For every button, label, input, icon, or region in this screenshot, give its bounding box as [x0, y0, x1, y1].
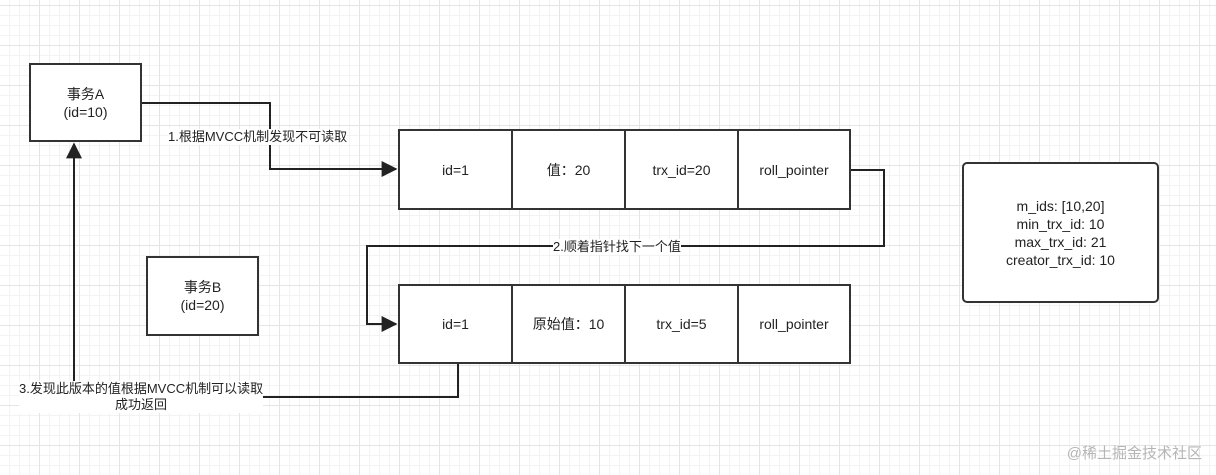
- transaction-b-id: (id=20): [180, 297, 225, 313]
- row-version-original: id=1 原始值：10 trx_id=5 roll_pointer: [398, 284, 851, 364]
- row2-trx-id-cell: trx_id=5: [626, 286, 739, 362]
- transaction-a-id: (id=10): [63, 103, 108, 120]
- row1-trx-id-cell: trx_id=20: [626, 131, 739, 208]
- transaction-b-name: 事务B: [183, 279, 222, 295]
- edge-label-step1: 1.根据MVCC机制发现不可读取: [168, 129, 348, 145]
- read-view-min-trx-id: min_trx_id: 10: [1016, 215, 1105, 232]
- edge-label-step3: 3.发现此版本的值根据MVCC机制可以读取 成功返回: [19, 381, 264, 413]
- transaction-a-box: 事务A (id=10): [29, 63, 142, 142]
- watermark-text: @稀土掘金技术社区: [1066, 445, 1202, 462]
- edge-row2-to-a: [66, 142, 459, 398]
- row2-roll-pointer-cell: roll_pointer: [759, 316, 829, 332]
- read-view-creator-trx-id: creator_trx_id: 10: [1006, 251, 1115, 268]
- row1-id-cell: id=1: [400, 131, 513, 208]
- row2-value-cell: 原始值：10: [513, 286, 626, 362]
- transaction-a-name: 事务A: [66, 85, 105, 102]
- read-view-m-ids: m_ids: [10,20]: [1016, 197, 1105, 214]
- row-version-current: id=1 值：20 trx_id=20 roll_pointer: [398, 129, 851, 210]
- read-view-box: m_ids: [10,20] min_trx_id: 10 max_trx_id…: [962, 162, 1159, 303]
- read-view-max-trx-id: max_trx_id: 21: [1014, 233, 1107, 250]
- row1-roll-pointer-cell: roll_pointer: [759, 161, 829, 178]
- edge-label-step3-line1: 3.发现此版本的值根据MVCC机制可以读取: [19, 381, 264, 396]
- row2-id-cell: id=1: [400, 286, 513, 362]
- transaction-b-box: 事务B (id=20): [146, 256, 259, 336]
- edge-label-step3-line2: 成功返回: [115, 397, 168, 412]
- edge-label-step2: 2.顺着指针找下一个值: [553, 239, 681, 255]
- row1-value-cell: 值：20: [513, 131, 626, 208]
